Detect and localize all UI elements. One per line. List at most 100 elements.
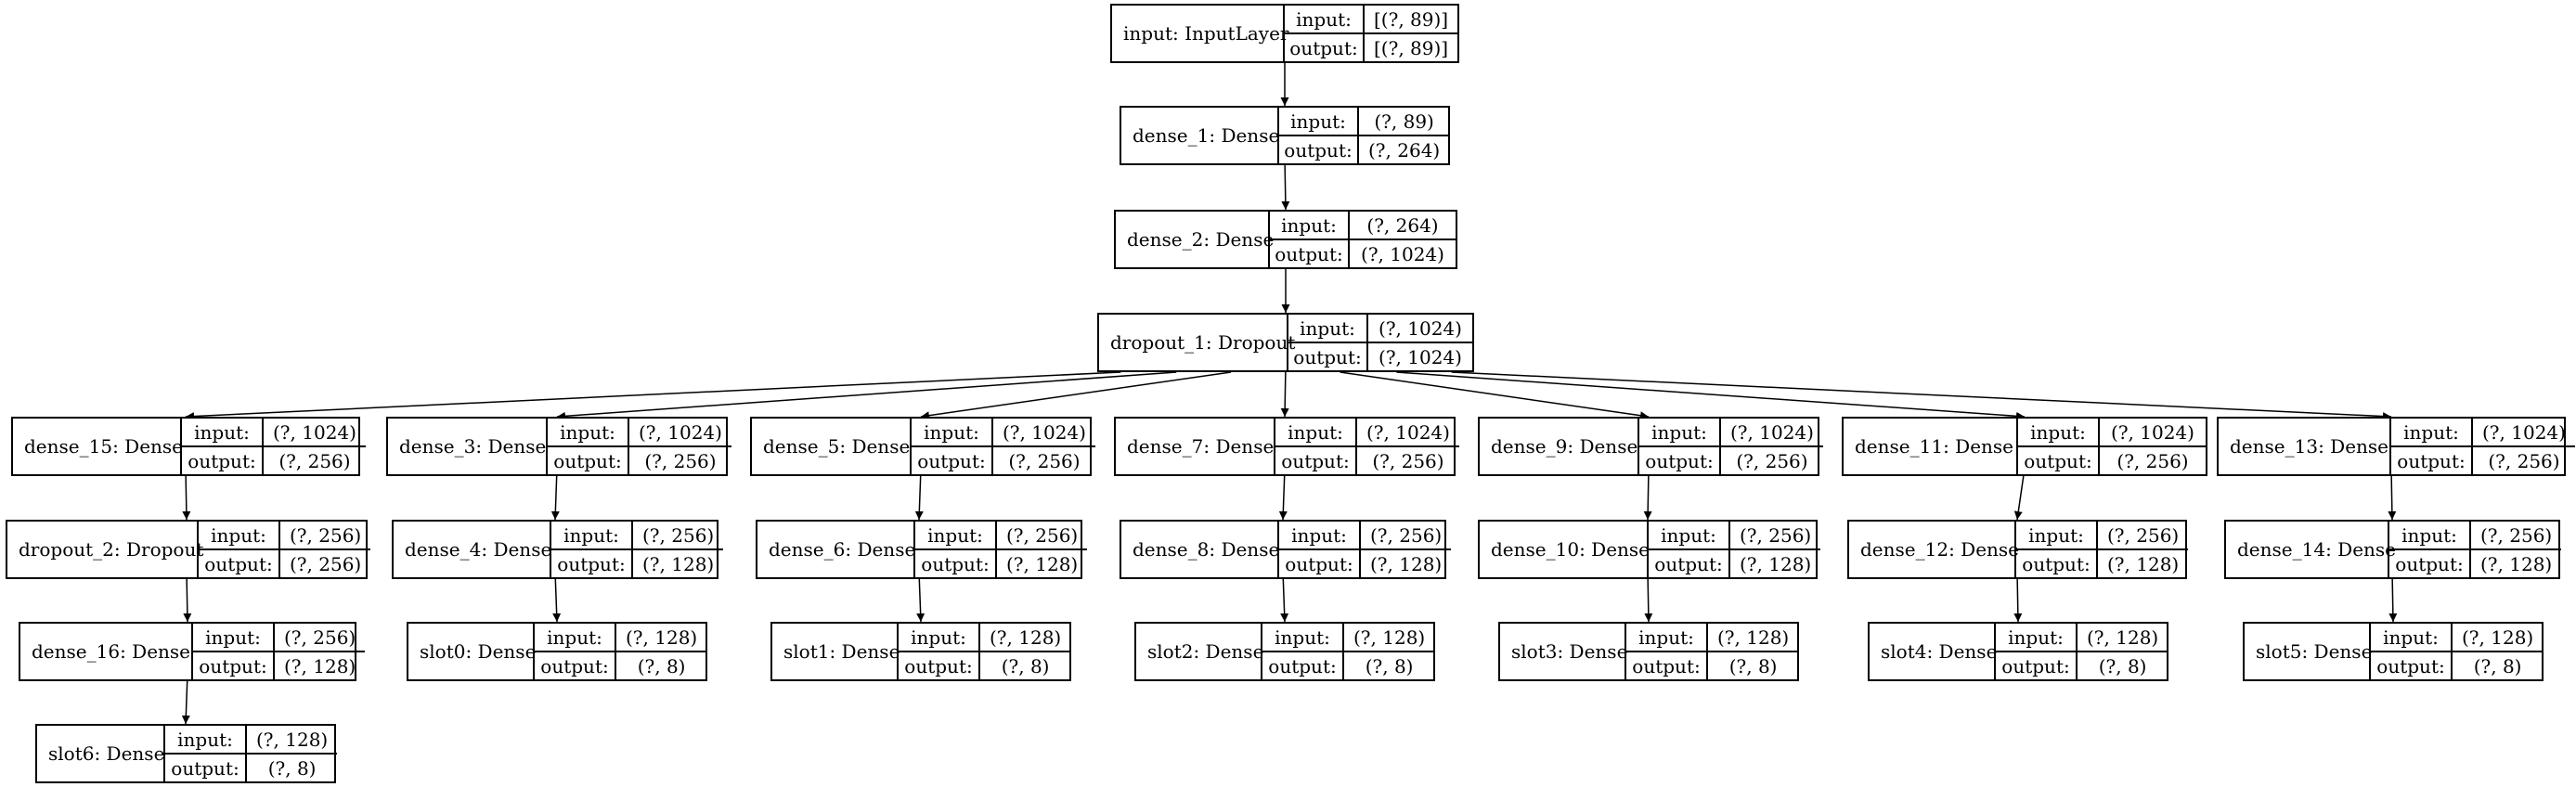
- input-row: input:(?, 256): [551, 522, 723, 548]
- edge-dense-11-to-dense-12: [2013, 475, 2025, 521]
- layer-name: dense_6: Dense: [757, 522, 915, 577]
- input-shape-key: input:: [165, 726, 247, 753]
- input-shape-value: (?, 128): [626, 626, 698, 649]
- input-shape-value: (?, 1024): [1366, 420, 1450, 444]
- output-shape-key: output:: [2018, 447, 2100, 474]
- output-shape-value: (?, 8): [1001, 654, 1050, 677]
- input-shape-key: input:: [1996, 624, 2078, 651]
- input-shape-value: (?, 256): [290, 523, 362, 547]
- input-shape-value: (?, 128): [256, 728, 329, 751]
- output-shape-key: output:: [165, 755, 247, 781]
- layer-name: dense_4: Dense: [394, 522, 551, 577]
- output-shape-value: (?, 8): [637, 654, 686, 677]
- input-row: input:(?, 1024): [182, 419, 366, 445]
- output-shape-key: output:: [199, 550, 280, 577]
- input-shape-value: (?, 128): [2087, 626, 2159, 649]
- output-shape-key: output:: [1270, 240, 1350, 267]
- input-row: input:(?, 1024): [2391, 419, 2575, 445]
- edge-dropout-1-to-dense-15: [185, 371, 1121, 421]
- layer-name: dense_9: Dense: [1480, 419, 1639, 474]
- input-shape-key: input:: [193, 624, 275, 651]
- output-row: output:(?, 8): [535, 651, 707, 679]
- input-shape-value: (?, 256): [2107, 523, 2180, 547]
- output-row: output: (?, 256): [2391, 445, 2575, 474]
- layer-name: dense_15: Dense: [13, 419, 183, 474]
- output-shape-value: (?, 256): [2488, 449, 2560, 472]
- output-shape-value: (?, 256): [1372, 449, 1444, 472]
- input-row: input: (?, 128): [1996, 624, 2168, 651]
- edge-dropout-1-to-dense-9: [1340, 371, 1650, 420]
- input-shape-key: input:: [899, 624, 980, 651]
- output-shape-key: output:: [915, 550, 997, 577]
- output-row: output:(?, 8): [1626, 651, 1799, 679]
- output-shape-key: output:: [2371, 652, 2453, 679]
- input-row: input: (?, 1024): [1275, 419, 1459, 445]
- input-row: input:(?, 256): [915, 522, 1087, 548]
- layer-name: slot6: Dense: [37, 726, 165, 781]
- input-row: input: (?, 1024): [912, 419, 1095, 445]
- layer-name: dense_3: Dense: [388, 419, 548, 474]
- output-shape-value: (?, 256): [1008, 449, 1081, 472]
- output-row: output:(?, 8): [899, 651, 1071, 679]
- input-row: input: (?, 128): [165, 726, 337, 753]
- input-shape-key: input:: [199, 522, 280, 548]
- output-shape-value: (?, 1024): [1361, 242, 1444, 265]
- input-shape-value: (?, 256): [1006, 523, 1079, 547]
- output-row: output:(?, 8): [1996, 651, 2168, 679]
- output-shape-key: output:: [2391, 447, 2473, 474]
- output-shape-value: (?, 128): [642, 552, 715, 575]
- input-row: input:(?, 128): [1626, 624, 1798, 651]
- input-row: input: (?, 256): [199, 522, 370, 548]
- layer-name: dense_10: Dense: [1480, 522, 1650, 577]
- output-shape-key: output:: [182, 447, 264, 474]
- layer-name: slot0: Dense: [408, 624, 536, 679]
- output-shape-value: (?, 1024): [1379, 345, 1462, 368]
- output-row: output:(?, 128): [2389, 548, 2562, 577]
- output-shape-value: (?, 8): [2098, 654, 2147, 677]
- input-row: input:(?, 256): [2389, 522, 2561, 548]
- output-shape-value: (?, 128): [284, 654, 356, 677]
- output-shape-value: (?, 128): [2107, 552, 2180, 575]
- edge-dense-10-to-slot3: [1644, 578, 1653, 623]
- input-shape-key: input:: [2371, 624, 2453, 651]
- input-shape-key: input:: [2016, 522, 2098, 548]
- input-shape-value: (?, 256): [2480, 523, 2553, 547]
- input-shape-key: input:: [182, 419, 264, 445]
- layer-name: dense_13: Dense: [2219, 419, 2391, 474]
- layer-name: slot1: Dense: [772, 624, 900, 679]
- input-shape-value: (?, 256): [284, 626, 356, 649]
- input-shape-key: input:: [912, 419, 993, 445]
- input-row: input:(?, 128): [2371, 624, 2543, 651]
- edge-dense-5-to-dense-6: [914, 475, 924, 521]
- input-shape-value: (?, 256): [1740, 523, 1812, 547]
- input-row: input:(?, 128): [899, 624, 1070, 651]
- input-shape-value: (?, 1024): [1379, 316, 1462, 340]
- layer-name: dense_16: Dense: [20, 624, 193, 679]
- input-row: input:(?, 1024): [2018, 419, 2206, 445]
- layer-name: dense_5: Dense: [752, 419, 912, 474]
- input-shape-key: input:: [1275, 419, 1357, 445]
- input-shape-key: input:: [2391, 419, 2473, 445]
- output-shape-value: (?, 8): [2473, 654, 2522, 677]
- input-shape-value: (?, 1024): [1730, 420, 1814, 444]
- layer-name: dense_12: Dense: [1849, 522, 2019, 577]
- layer-name: dense_11: Dense: [1844, 419, 2018, 474]
- input-shape-value: (?, 1024): [2111, 420, 2194, 444]
- edge-dropout-1-to-dense-13: [1451, 371, 2392, 421]
- output-shape-value: (?, 256): [1736, 449, 1808, 472]
- input-shape-value: (?, 1024): [1003, 420, 1086, 444]
- edge-dropout-1-to-dense-3: [556, 371, 1177, 420]
